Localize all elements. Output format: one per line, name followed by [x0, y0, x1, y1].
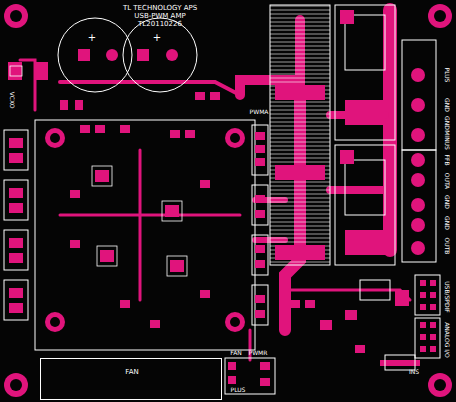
silkscreen-label: USB-PWM AMP [134, 13, 185, 20]
silkscreen-label: GND [444, 116, 450, 130]
silkscreen-label: VCXO [9, 92, 15, 109]
silkscreen-label: PWMA [250, 109, 269, 115]
silkscreen-label: + [153, 33, 161, 43]
silkscreen-label: ANALOG I/O [444, 322, 450, 358]
silkscreen-label: PLUS [444, 68, 450, 83]
silkscreen-label: INS [409, 369, 419, 375]
silkscreen-label: GND [444, 195, 450, 209]
silkscreen-label: TL20110226 [138, 21, 182, 28]
silkscreen-label: OUTA [444, 173, 450, 189]
silkscreen-label: PWMR [249, 350, 268, 356]
silkscreen-label: MINUS [444, 130, 450, 150]
silkscreen-label: TL TECHNOLOGY APS [123, 5, 197, 12]
silkscreen-label: FFB [444, 154, 450, 165]
node-text: FAN [125, 369, 138, 376]
silkscreen-label: GND [444, 98, 450, 112]
silkscreen-label: + [88, 33, 96, 43]
fan-outline: FAN [40, 358, 222, 400]
silkscreen-label: USB/SPDIF [444, 281, 450, 313]
silkscreen-label: PLUS [231, 387, 246, 393]
silkscreen-label: GND [444, 216, 450, 230]
silkscreen-label: FAN [230, 350, 242, 356]
silkscreen-label: OUTB [444, 238, 450, 255]
